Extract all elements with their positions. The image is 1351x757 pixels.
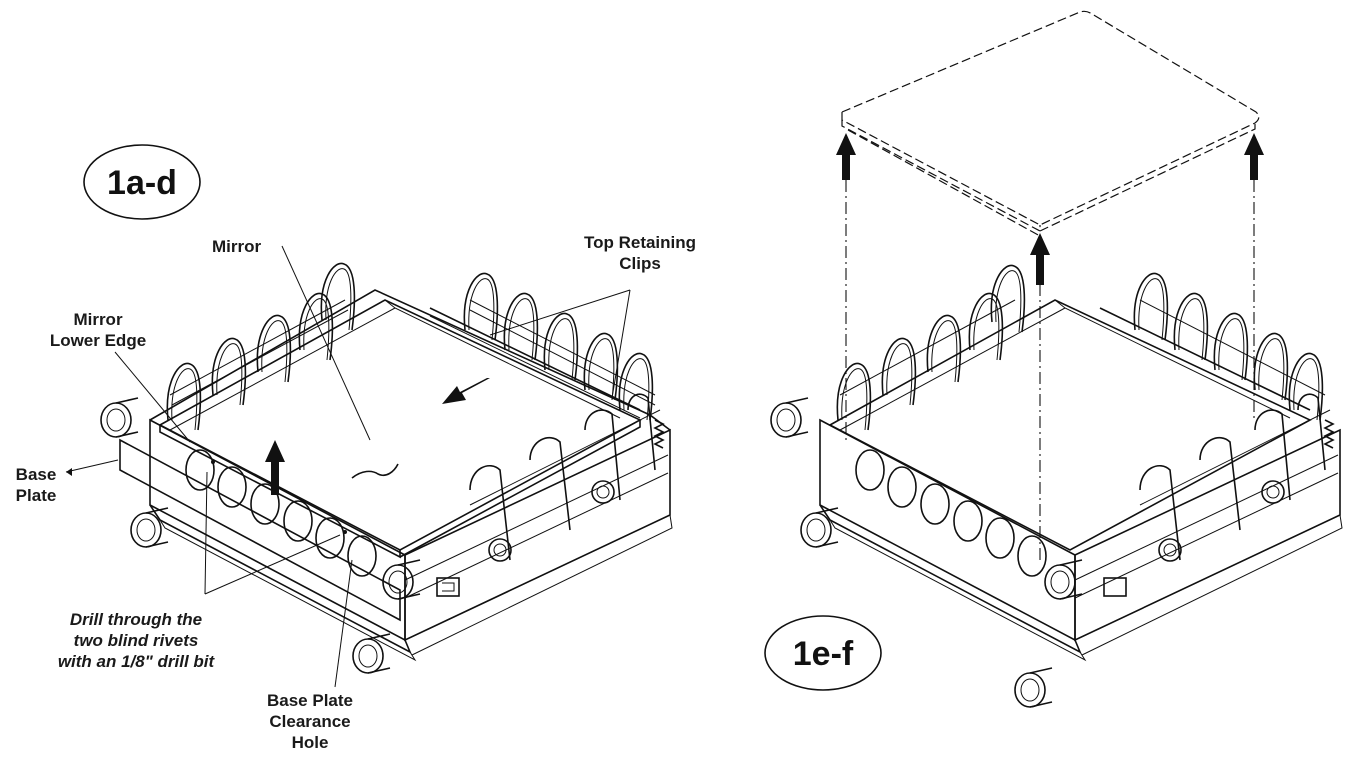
label-mirror: Mirror	[212, 237, 262, 256]
slide-arrow	[442, 378, 490, 404]
hardware-right	[1103, 419, 1335, 597]
label-top-clips-1: Top Retaining	[584, 233, 696, 252]
label-drill-note-3: with an 1/8" drill bit	[58, 652, 216, 671]
motion-arrows	[265, 378, 490, 495]
label-top-clips-2: Clips	[619, 254, 661, 273]
rivet	[211, 460, 215, 464]
label-clearance-hole-2: Clearance	[269, 712, 350, 731]
spring	[653, 419, 665, 449]
lift-arrows	[836, 133, 1264, 285]
wire-rack-front	[469, 393, 661, 561]
hardware	[436, 419, 665, 597]
wire-rack-right-figure	[836, 264, 1331, 561]
spring	[1323, 419, 1335, 449]
label-mirror-lower-edge-2: Lower Edge	[50, 331, 146, 350]
clearance-holes-right	[855, 449, 1047, 577]
latch-icon	[1103, 577, 1127, 597]
badge-label: 1e-f	[793, 635, 854, 673]
up-arrow	[1030, 233, 1050, 285]
step-badge-1a-d: 1a-d	[83, 144, 201, 220]
up-arrow	[1244, 133, 1264, 180]
clearance-holes	[185, 449, 377, 577]
figure-1a-d: 1a-d	[16, 144, 696, 752]
badge-label: 1a-d	[107, 164, 177, 202]
label-drill-note-1: Drill through the	[70, 610, 202, 629]
lifted-mirror	[841, 10, 1260, 237]
wire-rack-right	[429, 272, 656, 421]
figure-1e-f: 1e-f	[764, 10, 1343, 708]
label-base-plate-2: Plate	[16, 486, 57, 505]
labels-left: Mirror Top Retaining Clips Mirror Lower …	[16, 233, 696, 752]
mirror-reflection-mark	[351, 463, 399, 479]
label-base-plate-1: Base	[16, 465, 57, 484]
step-badge-1e-f: 1e-f	[764, 615, 882, 691]
label-clearance-hole-1: Base Plate	[267, 691, 353, 710]
up-arrow	[265, 440, 285, 495]
label-mirror-lower-edge-1: Mirror	[73, 310, 123, 329]
base-frame-right	[819, 299, 1343, 662]
rivet	[343, 530, 347, 534]
up-arrow	[836, 133, 856, 180]
label-clearance-hole-3: Hole	[292, 733, 329, 752]
latch-icon	[436, 577, 460, 597]
leader-lines	[65, 245, 631, 688]
label-drill-note-2: two blind rivets	[74, 631, 199, 650]
base-frame	[119, 289, 673, 662]
